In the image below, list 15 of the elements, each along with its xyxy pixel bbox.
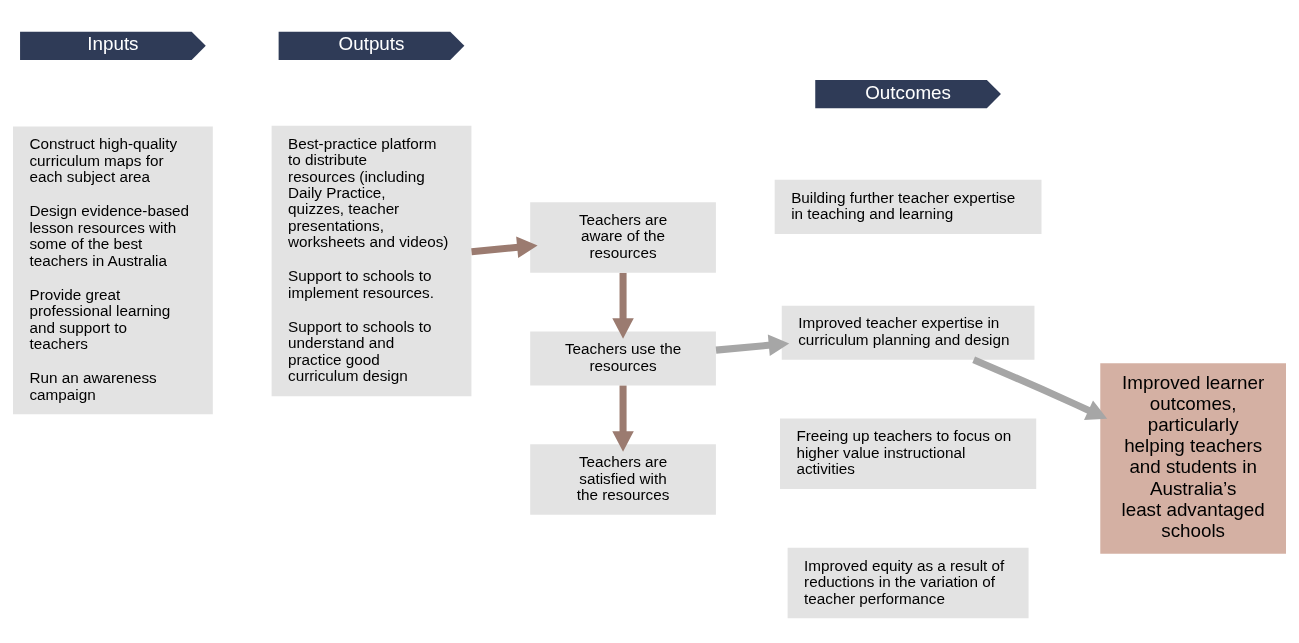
node-box: Teachers use the resources bbox=[530, 331, 716, 386]
node-box: Best-practice platform to distribute resources (including Daily Practice, quizzes, teacher presentations, worksheets and videos) Support to schools to implement resources. Support to schools to understand and practice good curriculum design bbox=[271, 125, 472, 397]
node-box: Construct high-quality curriculum maps for each subject area Design evidence-based lesson resources with some of the best teachers in Australia Provide great professional learning and support to teachers Run an awareness campaign bbox=[13, 126, 213, 415]
node-box: Teachers are satisfied with the resources bbox=[530, 444, 716, 515]
arrow bbox=[972, 356, 1108, 421]
node-box: Improved teacher expertise in curriculum planning and design bbox=[781, 305, 1035, 360]
node-box: Building further teacher expertise in teaching and learning bbox=[774, 179, 1042, 234]
node-box: Freeing up teachers to focus on higher value instructional activities bbox=[779, 418, 1037, 489]
arrow bbox=[612, 272, 634, 339]
arrow bbox=[715, 334, 790, 357]
arrow bbox=[612, 385, 634, 452]
node-box: Improved equity as a result of reductions in the variation of teacher performance bbox=[787, 547, 1029, 619]
node-box: Improved learner outcomes, particularly helping teachers and students in Australia’s least advantaged schools bbox=[1100, 363, 1286, 554]
arrow bbox=[471, 236, 538, 259]
node-box: Teachers are aware of the resources bbox=[530, 202, 716, 273]
